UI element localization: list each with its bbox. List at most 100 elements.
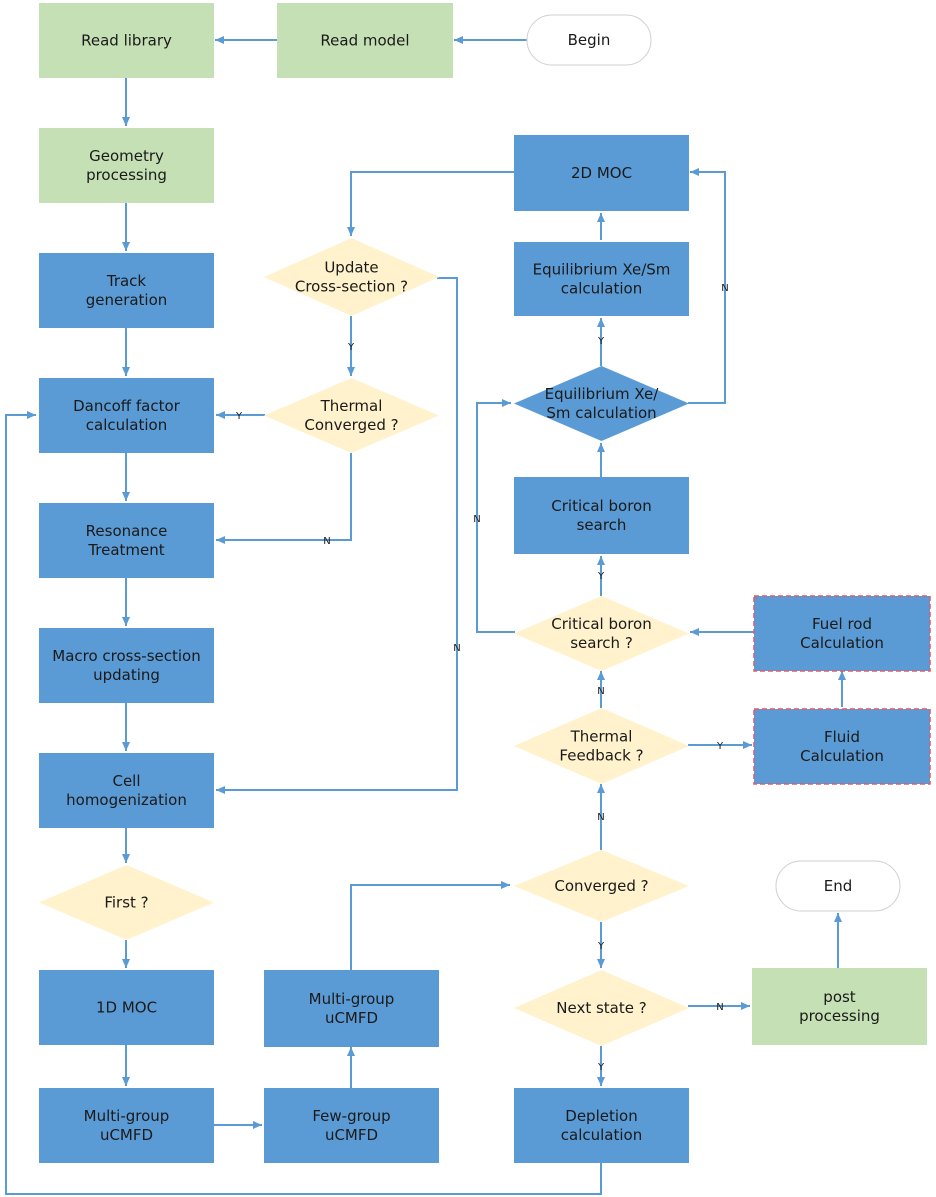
process-box: [39, 1088, 214, 1163]
io-box: [39, 128, 214, 203]
decision-diamond: [264, 238, 439, 316]
process-box: [514, 1088, 689, 1163]
node-label-line: calculation: [561, 1126, 642, 1144]
label-update-to-thermal: Y: [347, 342, 355, 353]
node-label-line: 1D MOC: [96, 999, 157, 1017]
terminal-shape: [526, 14, 652, 66]
node-label-line: Track: [106, 272, 147, 290]
node-label-line: Fuel rod: [812, 615, 872, 633]
node-converged: Converged ?: [514, 850, 689, 922]
edge-labels: Y Y N N N Y N Y N Y N Y N Y: [235, 283, 729, 1073]
node-label-line: Thermal: [570, 728, 633, 746]
process-box: [514, 477, 689, 554]
node-label-line: uCMFD: [325, 1126, 378, 1144]
node-label-line: search ?: [570, 634, 633, 652]
node-read-library: Read library: [39, 3, 214, 78]
io-box: [277, 3, 453, 78]
label-thermal-to-dancoff: Y: [235, 411, 243, 422]
label-critdec-to-eqdec: N: [473, 514, 480, 525]
decision-diamond: [514, 970, 689, 1046]
decision-diamond: [514, 366, 689, 441]
node-label-line: Converged ?: [304, 416, 398, 434]
node-label-line: Equilibrium Xe/: [545, 385, 660, 403]
process-box: [514, 135, 689, 211]
node-label-line: Begin: [568, 31, 611, 49]
decision-diamond: [514, 850, 689, 922]
process-box: [264, 1088, 439, 1163]
node-end: End: [775, 860, 901, 912]
label-next-to-post: N: [716, 1002, 723, 1013]
node-label-line: search: [577, 516, 627, 534]
node-label-line: Feedback ?: [559, 747, 643, 765]
io-box: [752, 968, 927, 1045]
node-eq-xesm-dec: Equilibrium Xe/Sm calculation: [514, 366, 689, 441]
process-box: [753, 595, 931, 672]
node-begin: Begin: [526, 14, 652, 66]
node-label-line: calculation: [561, 280, 642, 298]
label-update-to-cell: N: [453, 643, 460, 654]
node-label-line: Calculation: [800, 634, 884, 652]
label-critdec-to-critbox: Y: [597, 571, 605, 582]
decision-diamond: [39, 865, 214, 940]
terminal-shape: [775, 860, 901, 912]
node-label-line: uCMFD: [325, 1009, 378, 1027]
node-label-line: calculation: [86, 416, 167, 434]
node-label-line: Thermal: [320, 397, 383, 415]
node-moc1d: 1D MOC: [39, 970, 214, 1045]
node-label-line: First ?: [104, 894, 148, 912]
process-box: [39, 970, 214, 1045]
process-box: [514, 242, 689, 316]
node-label-line: uCMFD: [100, 1126, 153, 1144]
edge-mg-ucmfd-mid-to-converged: [350, 881, 510, 970]
node-label-line: Few-group: [312, 1107, 390, 1125]
process-box: [39, 253, 214, 328]
label-eqdec-to-moc2d: N: [721, 283, 728, 294]
node-label-line: Equilibrium Xe/Sm: [533, 261, 671, 279]
node-moc2d: 2D MOC: [514, 135, 689, 211]
label-next-to-depletion: Y: [597, 1062, 605, 1073]
node-next-state: Next state ?: [514, 970, 689, 1046]
node-label-line: Multi-group: [84, 1107, 170, 1125]
process-box: [753, 708, 931, 785]
node-label-line: End: [824, 877, 853, 895]
node-label-line: Sm calculation: [546, 404, 656, 422]
node-label-line: Cross-section ?: [295, 278, 408, 296]
edge-critdec-to-eqdec: [476, 399, 515, 633]
node-label-line: Cell: [112, 772, 140, 790]
process-box: [264, 970, 439, 1047]
edge-update-to-cell: [216, 277, 458, 794]
node-label-line: Depletion: [565, 1107, 637, 1125]
label-eqdec-to-eqbox: Y: [597, 336, 605, 347]
node-label-line: Treatment: [87, 541, 164, 559]
node-label-line: homogenization: [66, 791, 187, 809]
node-label-line: Multi-group: [309, 990, 395, 1008]
node-label-line: processing: [86, 166, 167, 184]
node-label-line: Next state ?: [556, 999, 646, 1017]
process-box: [39, 378, 214, 453]
node-label-line: Read library: [81, 32, 172, 50]
decision-diamond: [514, 596, 689, 671]
node-label-line: Fluid: [824, 728, 860, 746]
node-label-line: Critical boron: [551, 497, 651, 515]
node-first: First ?: [39, 865, 214, 940]
